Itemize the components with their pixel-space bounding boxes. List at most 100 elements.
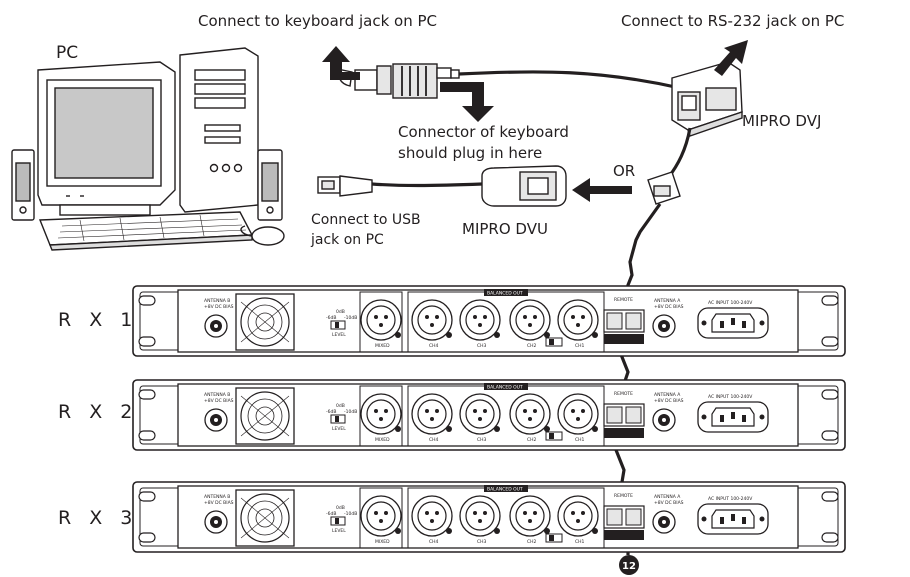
usb-cable	[317, 175, 483, 197]
ch2-label: CH2	[527, 539, 537, 545]
fan-guard-ring	[247, 500, 283, 536]
xlr-inner-ring	[515, 501, 545, 531]
ear-slot	[138, 389, 156, 400]
xlr-pin	[528, 519, 532, 523]
fan-blades	[240, 301, 290, 343]
xlr-pin	[576, 519, 580, 523]
xlr-pin	[374, 315, 378, 319]
ear-slot	[138, 532, 156, 543]
ch3-label: CH3	[477, 539, 487, 545]
xlr-inner-ring	[417, 501, 447, 531]
or-label: OR	[613, 162, 635, 180]
xlr-latch	[446, 528, 452, 534]
xlr-latch	[395, 528, 401, 534]
xlr-pin	[581, 511, 585, 515]
remote-label: REMOTE	[614, 391, 633, 397]
ch4-label: CH4	[429, 437, 439, 443]
xlr-pin	[384, 409, 388, 413]
xlr-latch	[544, 528, 550, 534]
xlr-pin	[379, 323, 383, 327]
xlr-pin	[528, 323, 532, 327]
mixed-xlr	[360, 495, 402, 537]
ac-inlet-screw	[759, 320, 765, 326]
keyboard-arrows	[322, 46, 494, 122]
xlr-pin	[523, 511, 527, 515]
xlr-pin	[425, 511, 429, 515]
antenna-b-label: ANTENNA B	[204, 298, 230, 304]
ch1-xlr	[557, 299, 599, 341]
ac-input-label: AC INPUT 100-240V	[708, 496, 753, 502]
xlr-pin	[379, 417, 383, 421]
mouse	[240, 225, 285, 246]
mixed-box	[359, 385, 403, 447]
ac-pin	[720, 321, 724, 328]
ch4-label: CH4	[429, 343, 439, 349]
keyboard-connector-label-line1: Connector of keyboard	[398, 123, 569, 141]
rx1-label: R X 1	[58, 309, 138, 331]
xlr-pin	[379, 519, 383, 523]
antenna-a-bias-label: +8V DC BIAS	[654, 304, 684, 310]
xlr-pin	[374, 409, 378, 413]
xlr-inner-ring	[366, 501, 396, 531]
mixed-box	[359, 487, 403, 549]
ear-slot	[821, 532, 839, 543]
xlr-pin	[473, 315, 477, 319]
antenna-b-label: ANTENNA B	[204, 494, 230, 500]
mixed-label: MIXED	[375, 343, 390, 349]
rx2-label: R X 2	[58, 401, 138, 423]
xlr-latch	[544, 332, 550, 338]
xlr-pin	[528, 417, 532, 421]
xlr-pin	[430, 417, 434, 421]
ac-pin	[731, 514, 735, 521]
ac-input-label: AC INPUT 100-240V	[708, 300, 753, 306]
level-neg10-label: -10dB	[344, 409, 357, 415]
xlr-pin	[576, 323, 580, 327]
keyboard-y-cable	[338, 63, 681, 99]
usb-label-line1: Connect to USB	[311, 212, 421, 228]
xlr-pin	[384, 315, 388, 319]
level-0db-label: 0dB	[336, 505, 345, 511]
antenna-a-bias-label: +8V DC BIAS	[654, 500, 684, 506]
ac-pin	[720, 517, 724, 524]
ch2-xlr	[509, 299, 551, 341]
ac-pin	[731, 412, 735, 419]
pc-label: PC	[56, 43, 78, 63]
ch4-xlr	[411, 393, 453, 435]
ear-slot	[821, 389, 839, 400]
cooling-fan	[235, 489, 295, 547]
ear-slot	[138, 430, 156, 441]
antenna-b-connector	[204, 408, 228, 432]
ch3-xlr	[459, 299, 501, 341]
arrow-to-dvu	[572, 178, 632, 202]
xlr-latch	[494, 528, 500, 534]
level-switch-toggle	[335, 416, 339, 422]
xlr-latch	[446, 426, 452, 432]
ground-switch-toggle	[549, 535, 554, 541]
antenna-b-bias-label: +8V DC BIAS	[204, 500, 234, 506]
dvj-cable	[666, 127, 692, 179]
ch3-label: CH3	[477, 437, 487, 443]
mixed-xlr	[360, 393, 402, 435]
xlr-latch	[395, 426, 401, 432]
tower-case	[179, 47, 259, 213]
ch2-xlr	[509, 495, 551, 537]
level-0db-label: 0dB	[336, 309, 345, 315]
remote-port-out	[606, 312, 623, 330]
ch1-label: CH1	[575, 343, 585, 349]
ch3-label: CH3	[477, 343, 487, 349]
antenna-b-bias-label: +8V DC BIAS	[204, 304, 234, 310]
arrow-to-rs232	[714, 40, 748, 76]
level-neg6-label: -6dB	[326, 409, 336, 415]
bnc-pin	[662, 520, 666, 524]
ear-slot	[821, 430, 839, 441]
ch4-label: CH4	[429, 539, 439, 545]
xlr-inner-ring	[417, 305, 447, 335]
remote-port-strip	[604, 428, 644, 438]
keyboard-jack-label: Connect to keyboard jack on PC	[198, 12, 437, 30]
xlr-latch	[446, 332, 452, 338]
bnc-pin	[662, 324, 666, 328]
xlr-pin	[571, 409, 575, 413]
xlr-pin	[533, 511, 537, 515]
level-neg10-label: -10dB	[344, 315, 357, 321]
